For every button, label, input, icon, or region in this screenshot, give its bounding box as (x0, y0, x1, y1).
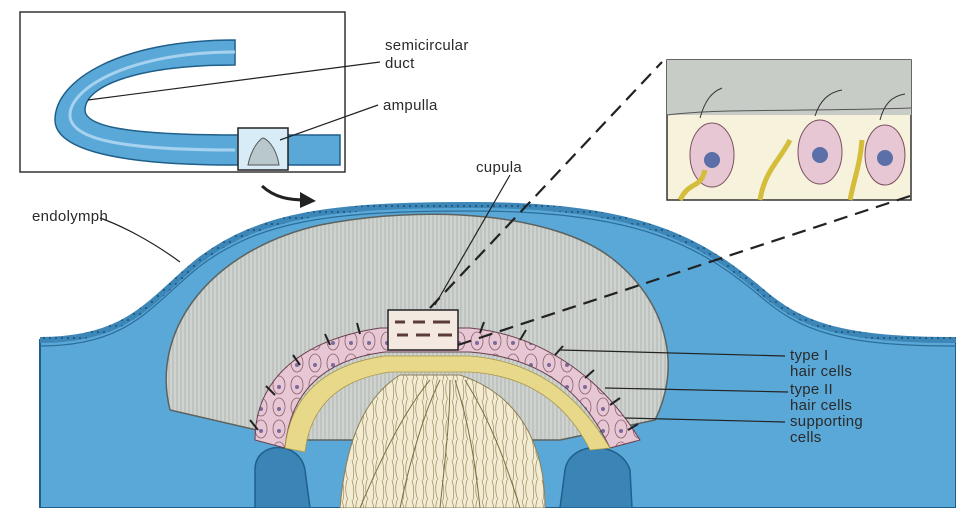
label-supporting-line2: cells (790, 429, 822, 446)
label-type2-line2: hair cells (790, 397, 852, 414)
label-semicircular-duct-line1: semicircular (385, 37, 469, 54)
label-type1-line2: hair cells (790, 363, 852, 380)
zoom-box (388, 310, 458, 350)
label-type1-line1: type I (790, 347, 829, 364)
label-supporting-line1: supporting (790, 413, 863, 430)
label-endolymph: endolymph (32, 208, 108, 225)
semicircular-duct-inset (20, 12, 345, 172)
label-semicircular-duct-line2: duct (385, 55, 415, 72)
hair-cell-detail-inset (667, 60, 911, 200)
label-ampulla: ampulla (383, 97, 438, 114)
label-type2-line1: type II (790, 381, 833, 398)
pointer-arrow (262, 186, 316, 208)
label-cupula: cupula (476, 159, 522, 176)
